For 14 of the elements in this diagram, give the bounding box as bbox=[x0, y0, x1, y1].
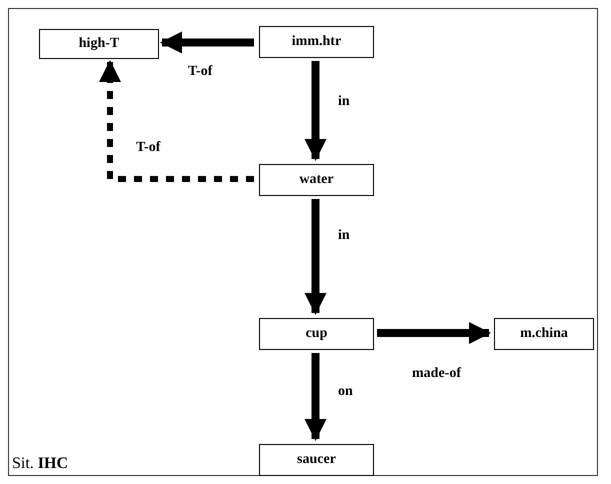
concept-box: cup bbox=[259, 318, 374, 350]
frame bbox=[8, 8, 598, 476]
arrow bbox=[304, 61, 326, 161]
arrow bbox=[377, 322, 491, 344]
arrow bbox=[160, 32, 254, 54]
dotted-arrow bbox=[99, 60, 254, 182]
concept-box: water bbox=[259, 164, 374, 196]
concept-box: imm.htr bbox=[259, 26, 374, 58]
arrow bbox=[304, 353, 326, 441]
concept-box: saucer bbox=[259, 444, 374, 476]
situation-label: Sit. IHC bbox=[12, 455, 68, 473]
concept-box: high-T bbox=[39, 29, 159, 59]
arrow bbox=[304, 199, 326, 315]
concept-box: m.china bbox=[494, 318, 594, 350]
